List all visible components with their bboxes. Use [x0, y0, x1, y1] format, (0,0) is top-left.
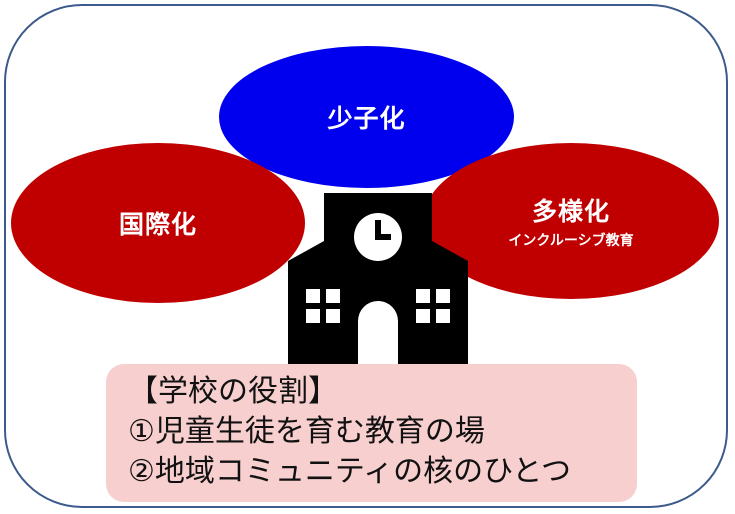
- ellipse-label-right: 多様化: [531, 197, 610, 226]
- school-role-title: 【学校の役割】: [128, 374, 338, 409]
- clock-icon: [354, 213, 402, 261]
- school-role-text: 【学校の役割】 ①児童生徒を育む教育の場 ②地域コミュニティの核のひとつ: [128, 372, 571, 492]
- school-role-item-1: ①児童生徒を育む教育の場: [128, 414, 485, 449]
- ellipse-internationalization: 国際化: [11, 143, 305, 303]
- ellipse-label-top: 少子化: [327, 104, 406, 133]
- ellipse-sublabel-right: インクルーシブ教育: [508, 233, 634, 249]
- school-building-icon: [288, 193, 468, 368]
- ellipse-diversification: 多様化 インクルーシブ教育: [423, 143, 719, 299]
- school-role-box: 【学校の役割】 ①児童生徒を育む教育の場 ②地域コミュニティの核のひとつ: [106, 364, 637, 502]
- ellipse-label-left: 国際化: [118, 210, 197, 239]
- school-role-item-2: ②地域コミュニティの核のひとつ: [128, 454, 571, 489]
- ellipse-declining-birthrate: 少子化: [219, 46, 514, 188]
